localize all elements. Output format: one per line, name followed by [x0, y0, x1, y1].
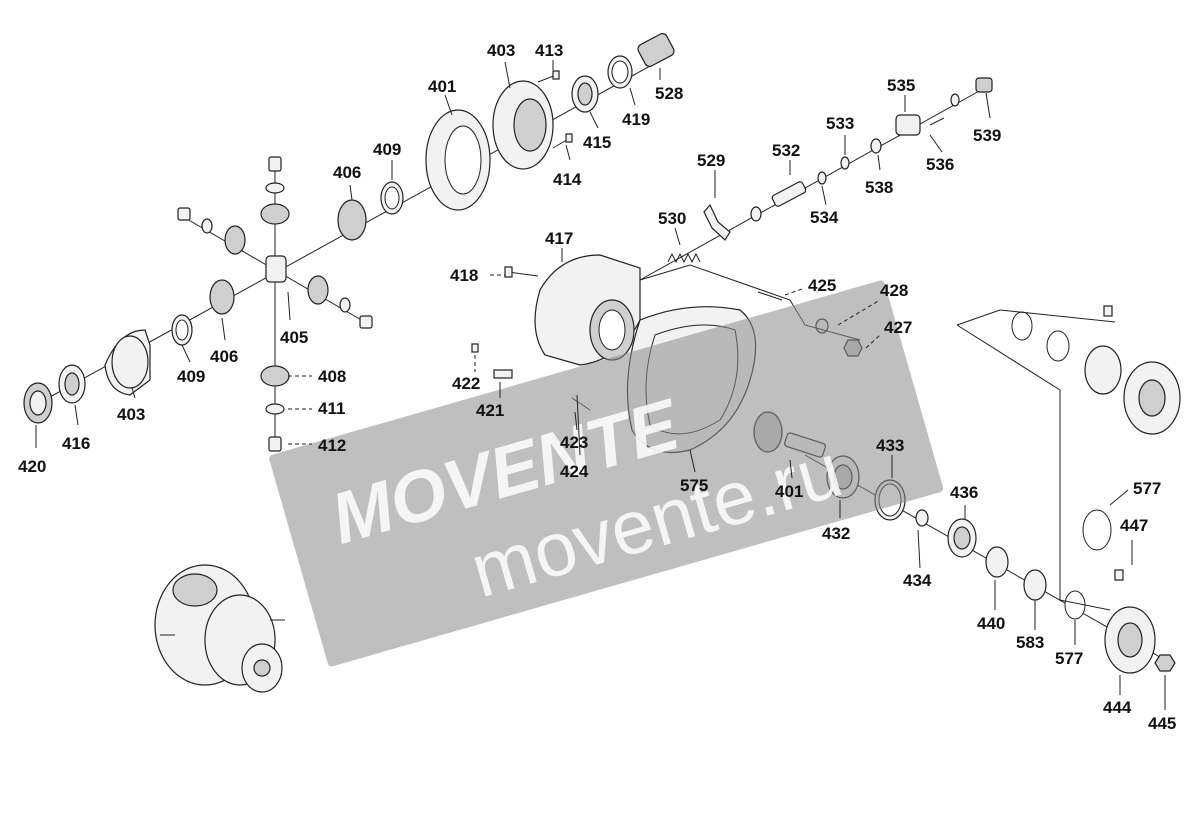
label-532[interactable]: 532 — [772, 141, 800, 160]
label-434[interactable]: 434 — [903, 571, 932, 590]
label-420[interactable]: 420 — [18, 457, 46, 476]
side-gear-406b-shape[interactable] — [337, 199, 367, 241]
pinion-gear-top-shape[interactable] — [260, 203, 290, 225]
label-577-upper[interactable]: 577 — [1133, 479, 1161, 498]
label-432[interactable]: 432 — [822, 524, 850, 543]
label-538[interactable]: 538 — [865, 178, 893, 197]
label-412[interactable]: 412 — [318, 436, 346, 455]
label-536[interactable]: 536 — [926, 155, 954, 174]
label-447[interactable]: 447 — [1120, 516, 1148, 535]
pin-412-shape[interactable] — [268, 436, 282, 452]
washer-411-shape[interactable] — [265, 403, 285, 415]
oring-538-shape[interactable] — [870, 138, 882, 154]
assembled-differential — [154, 564, 285, 693]
label-415[interactable]: 415 — [583, 133, 611, 152]
spring-530-shape[interactable] — [667, 252, 701, 264]
label-403-case-top[interactable]: 403 — [487, 41, 515, 60]
label-575[interactable]: 575 — [680, 476, 708, 495]
oring-534-shape[interactable] — [817, 171, 827, 185]
label-423[interactable]: 423 — [560, 433, 588, 452]
part-labels: 401 403 413 528 419 415 414 409 406 405 … — [18, 41, 1176, 733]
nut-445-shape[interactable] — [1154, 654, 1176, 672]
pin-536-shape[interactable] — [929, 117, 945, 126]
screw-422-shape[interactable] — [471, 343, 479, 353]
spider-405-shape[interactable] — [265, 255, 287, 283]
label-409-bottom[interactable]: 409 — [177, 367, 205, 386]
shaft-528-shape[interactable] — [636, 32, 676, 68]
label-535[interactable]: 535 — [887, 76, 915, 95]
label-528[interactable]: 528 — [655, 84, 683, 103]
label-436[interactable]: 436 — [950, 483, 978, 502]
label-406-bottom[interactable]: 406 — [210, 347, 238, 366]
side-gear-406-shape[interactable] — [209, 279, 235, 315]
label-403-case[interactable]: 403 — [117, 405, 145, 424]
leader-lines — [35, 60, 1166, 710]
label-419[interactable]: 419 — [622, 110, 650, 129]
label-534[interactable]: 534 — [810, 208, 839, 227]
bolt-413-shape[interactable] — [552, 70, 560, 80]
label-417[interactable]: 417 — [545, 229, 573, 248]
oring-533-shape[interactable] — [840, 156, 850, 170]
ring-434-shape[interactable] — [915, 509, 929, 527]
label-411[interactable]: 411 — [318, 399, 345, 418]
shaft-532-shape[interactable] — [771, 181, 807, 208]
label-533[interactable]: 533 — [826, 114, 854, 133]
label-421[interactable]: 421 — [476, 401, 504, 420]
bolt-414-shape[interactable] — [565, 133, 573, 143]
spacer-440-shape[interactable] — [985, 546, 1009, 578]
label-401-pinion[interactable]: 401 — [775, 482, 803, 501]
label-401-ring-gear[interactable]: 401 — [428, 77, 456, 96]
label-409-top[interactable]: 409 — [373, 140, 401, 159]
label-422[interactable]: 422 — [452, 374, 480, 393]
label-414[interactable]: 414 — [553, 170, 582, 189]
clip-421-shape[interactable] — [493, 369, 513, 379]
label-530[interactable]: 530 — [658, 209, 686, 228]
circlip-577a-shape[interactable] — [1082, 509, 1112, 551]
label-539[interactable]: 539 — [973, 126, 1001, 145]
pinion-gear-408-shape[interactable] — [260, 365, 290, 387]
sensor-539-shape[interactable] — [975, 77, 993, 93]
label-424[interactable]: 424 — [560, 462, 589, 481]
label-427[interactable]: 427 — [884, 318, 912, 337]
label-445[interactable]: 445 — [1148, 714, 1176, 733]
label-408[interactable]: 408 — [318, 367, 346, 386]
label-425[interactable]: 425 — [808, 276, 836, 295]
actuator-535-shape[interactable] — [895, 114, 921, 136]
label-583[interactable]: 583 — [1016, 633, 1044, 652]
differential-assembly — [23, 32, 676, 452]
circlip-577b-shape[interactable] — [1064, 590, 1086, 620]
label-577-lower[interactable]: 577 — [1055, 649, 1083, 668]
label-418[interactable]: 418 — [450, 266, 478, 285]
bolt-418-shape[interactable] — [504, 266, 513, 278]
label-433[interactable]: 433 — [876, 436, 904, 455]
label-440[interactable]: 440 — [977, 614, 1005, 633]
fork-529-shape[interactable] — [703, 203, 731, 241]
shim-583-shape[interactable] — [1023, 569, 1047, 601]
label-428[interactable]: 428 — [880, 281, 908, 300]
label-413[interactable]: 413 — [535, 41, 563, 60]
label-529[interactable]: 529 — [697, 151, 725, 170]
bolt-425-shape[interactable] — [757, 291, 783, 301]
label-406-top[interactable]: 406 — [333, 163, 361, 182]
label-405[interactable]: 405 — [280, 328, 308, 347]
label-416[interactable]: 416 — [62, 434, 90, 453]
label-444[interactable]: 444 — [1103, 698, 1132, 717]
bolt-447-shape[interactable] — [1114, 569, 1124, 581]
